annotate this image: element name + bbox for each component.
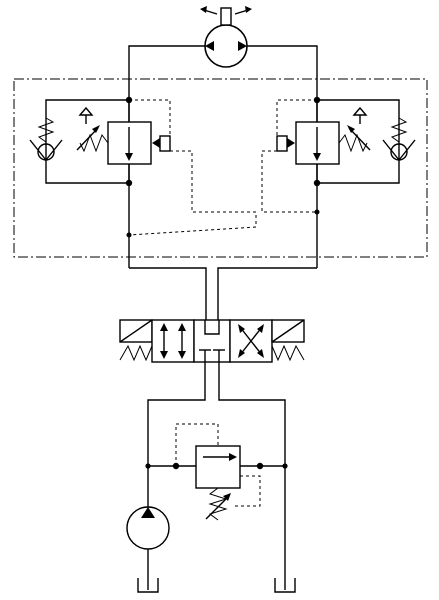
motor-inlet-triangle-right bbox=[238, 41, 247, 51]
motor-supply-lines bbox=[128, 45, 318, 268]
relief-valve-right bbox=[276, 100, 371, 183]
adjust-arrow-icon bbox=[348, 127, 371, 151]
check-valve-right bbox=[382, 117, 416, 161]
system-relief-valve bbox=[145, 423, 288, 521]
valve-to-block-lines bbox=[129, 267, 317, 320]
valve-position-center bbox=[193, 319, 231, 363]
right-valve-group bbox=[261, 99, 416, 213]
center-position-passages bbox=[199, 320, 225, 362]
left-centering-spring-icon bbox=[119, 344, 153, 362]
directional-valve bbox=[119, 319, 305, 363]
pilot-triangle-icon bbox=[152, 138, 160, 148]
valve-block-enclosure bbox=[13, 78, 428, 258]
adjust-arrow-icon bbox=[205, 495, 230, 520]
drain-triangle-icon bbox=[352, 106, 368, 116]
check-valve-left bbox=[29, 117, 63, 161]
motor-shaft bbox=[220, 7, 232, 26]
flow-arrow-icon bbox=[229, 453, 237, 461]
tank-pump bbox=[137, 578, 159, 593]
relief-spring-icon bbox=[338, 133, 368, 153]
drain-triangle-icon bbox=[78, 106, 94, 116]
pilot-port bbox=[159, 135, 171, 152]
hydraulic-motor bbox=[200, 6, 252, 68]
tank-return bbox=[274, 578, 296, 593]
pump bbox=[126, 506, 170, 550]
check-valve-spring-icon bbox=[390, 117, 408, 143]
relief-spring-icon bbox=[79, 133, 109, 153]
relief-valve-left bbox=[76, 100, 171, 183]
right-centering-spring-icon bbox=[271, 344, 305, 362]
pilot-triangle-icon bbox=[287, 138, 295, 148]
left-valve-group bbox=[29, 99, 257, 236]
crossed-flow-arrows-icon bbox=[238, 324, 264, 358]
motor-inlet-triangle-left bbox=[205, 41, 214, 51]
pilot-port bbox=[276, 135, 288, 152]
parallel-flow-arrows-icon bbox=[160, 323, 186, 359]
valve-position-right bbox=[229, 319, 273, 363]
flow-arrow-icon bbox=[313, 153, 321, 161]
valve-position-left bbox=[151, 319, 195, 363]
junction-dots-upper bbox=[125, 96, 321, 238]
pump-direction-triangle-icon bbox=[141, 507, 155, 518]
relief-spring-icon bbox=[208, 487, 228, 521]
adjust-arrow-icon bbox=[76, 127, 99, 151]
check-valve-spring-icon bbox=[37, 117, 55, 143]
flow-arrow-icon bbox=[125, 153, 133, 161]
relief-valve-body bbox=[195, 445, 241, 489]
pump-tank-lines bbox=[147, 362, 286, 590]
motor-rotation-arrows-icon bbox=[200, 6, 252, 15]
